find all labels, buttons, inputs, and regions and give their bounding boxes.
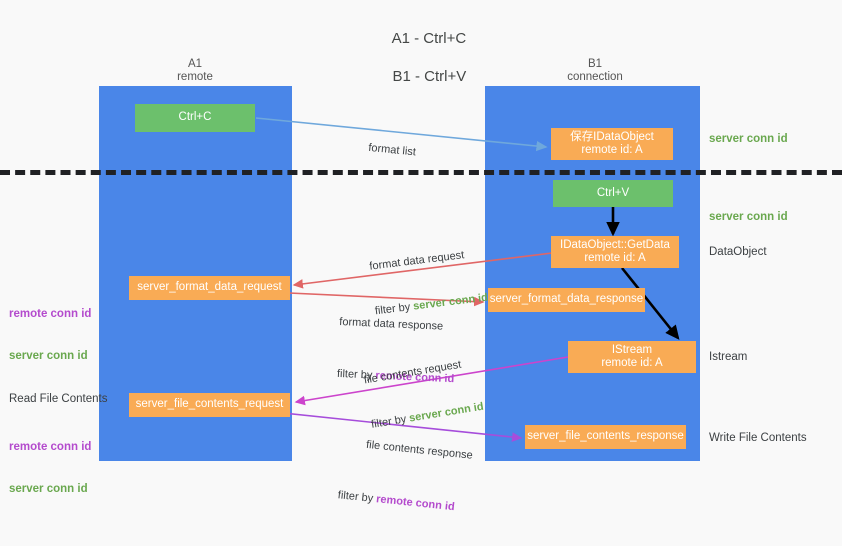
- node-idataobject-getdata-title: IDataObject::GetData: [560, 238, 670, 251]
- diagram-title: A1 - Ctrl+C B1 - Ctrl+V: [0, 10, 842, 105]
- diagram-canvas: A1 - Ctrl+C B1 - Ctrl+V A1 remote B1 con…: [0, 10, 842, 514]
- node-server-format-data-request-label: server_format_data_request: [137, 281, 282, 294]
- node-server-file-contents-request[interactable]: server_file_contents_request: [129, 393, 290, 417]
- column-header-b1: B1 connection: [530, 58, 660, 84]
- side-label-server-conn-second: server conn id: [709, 211, 788, 223]
- phase-divider: [0, 170, 842, 175]
- node-ctrl-c-label: Ctrl+C: [178, 111, 212, 124]
- node-server-file-contents-request-label: server_file_contents_request: [135, 398, 284, 411]
- edge-label-file-contents-response-line2: filter by remote conn id: [337, 488, 468, 516]
- node-istream-subtitle: remote id: A: [601, 357, 663, 369]
- side-label-dataobject: DataObject: [709, 246, 767, 258]
- edge-label-format-data-request-line1: format data request: [368, 249, 465, 273]
- node-ctrl-v[interactable]: Ctrl+V: [553, 180, 673, 207]
- side-conn-pair-bottom-remote: remote conn id: [9, 441, 92, 453]
- title-line-2: B1 - Ctrl+V: [392, 68, 467, 85]
- side-label-read-file-contents: Read File Contents: [9, 393, 108, 405]
- edge-label-file-contents-response-line1: file contents response: [365, 438, 474, 462]
- node-idataobject-getdata[interactable]: IDataObject::GetData remote id: A: [551, 236, 679, 268]
- column-header-a1-sub: remote: [177, 71, 213, 83]
- side-label-istream: Istream: [709, 351, 748, 363]
- node-server-file-contents-response-label: server_file_contents_response: [527, 430, 684, 443]
- column-header-b1-sub: connection: [567, 71, 623, 83]
- node-server-format-data-request[interactable]: server_format_data_request: [129, 276, 290, 300]
- edge-label-file-contents-response-key: remote conn id: [375, 493, 456, 514]
- edge-label-file-contents-response-prefix: filter by: [337, 489, 377, 506]
- edge-label-file-contents-response: file contents response filter by remote …: [337, 408, 477, 546]
- node-istream[interactable]: IStream remote id: A: [568, 341, 696, 373]
- title-line-1: A1 - Ctrl+C: [391, 30, 467, 47]
- node-save-idataobject-title: 保存IDataObject: [570, 130, 654, 143]
- node-server-format-data-response-label: server_format_data_response: [489, 293, 644, 306]
- node-ctrl-c[interactable]: Ctrl+C: [135, 104, 255, 132]
- side-conn-pair-middle-server: server conn id: [9, 350, 88, 362]
- edge-label-file-contents-request-line1: file contents request: [363, 358, 463, 387]
- node-idataobject-getdata-subtitle: remote id: A: [584, 252, 646, 264]
- edge-label-format-list: format list: [365, 111, 420, 190]
- edge-label-format-list-text: format list: [367, 141, 417, 159]
- side-conn-pair-middle: remote conn id server conn id: [9, 279, 91, 391]
- node-ctrl-v-label: Ctrl+V: [596, 186, 630, 199]
- column-header-a1-name: A1: [187, 58, 203, 70]
- side-label-write-file-contents: Write File Contents: [709, 432, 807, 444]
- node-save-idataobject-subtitle: remote id: A: [581, 144, 643, 156]
- side-conn-pair-bottom-server: server conn id: [9, 483, 88, 495]
- node-istream-title: IStream: [611, 343, 653, 356]
- side-conn-pair-bottom: remote conn id server conn id: [9, 412, 91, 524]
- node-server-format-data-response[interactable]: server_format_data_response: [488, 288, 645, 312]
- side-label-server-conn-top: server conn id: [709, 133, 788, 145]
- side-conn-pair-middle-remote: remote conn id: [9, 308, 92, 320]
- node-server-file-contents-response[interactable]: server_file_contents_response: [525, 425, 686, 449]
- column-header-b1-name: B1: [587, 58, 603, 70]
- node-save-idataobject[interactable]: 保存IDataObject remote id: A: [551, 128, 673, 160]
- column-header-a1: A1 remote: [130, 58, 260, 84]
